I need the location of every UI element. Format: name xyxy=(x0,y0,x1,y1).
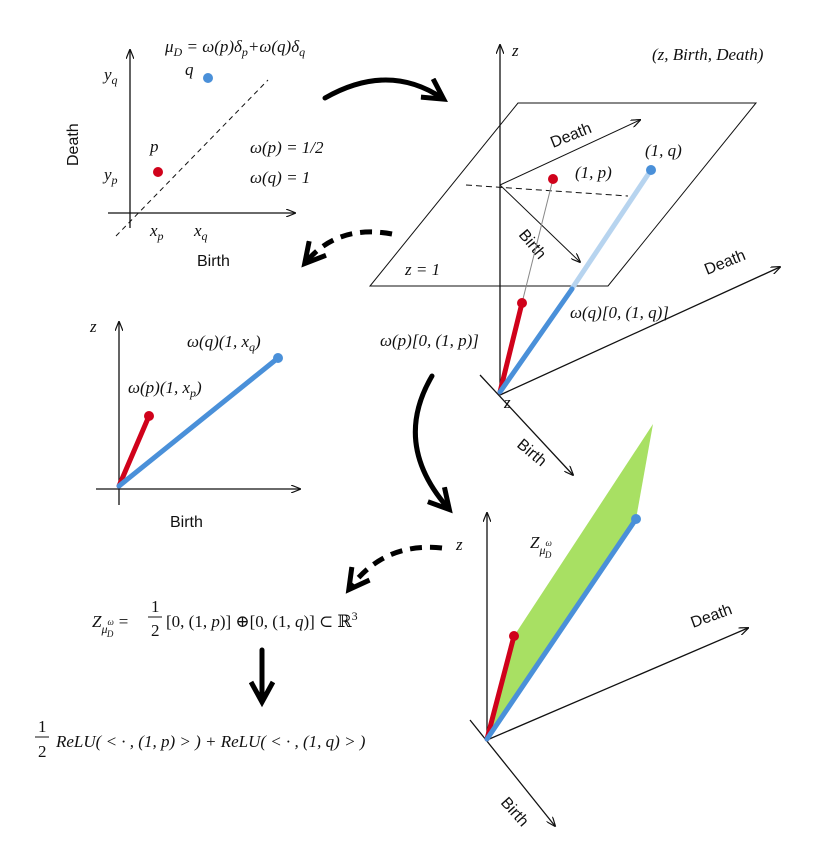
weight-p-label: ω(p) = 1/2 xyxy=(250,138,324,157)
diagonal-line xyxy=(115,79,269,237)
z-axis-zono-label: z xyxy=(455,535,463,554)
segment-q xyxy=(497,286,575,395)
endpoint-p-lower xyxy=(517,298,527,308)
pt-q-label: (1, q) xyxy=(645,141,682,160)
point-q-label: q xyxy=(185,60,194,79)
zono-segment-p xyxy=(484,633,517,742)
x-p-label: xp xyxy=(149,221,164,243)
relu-den: 2 xyxy=(38,742,47,761)
pt-p-label: (1, p) xyxy=(575,163,612,182)
vector-p-tip xyxy=(144,411,154,421)
vector-q-tip xyxy=(273,353,283,363)
death-axis-label: Death xyxy=(65,123,82,166)
endpoint-p-plane xyxy=(548,174,558,184)
segment-p-label: ω(p)[0, (1, p)] xyxy=(380,331,479,350)
vector-p-label: ω(p)(1, xp) xyxy=(128,378,202,400)
origin-z-label: z xyxy=(503,393,511,412)
segment-p xyxy=(497,300,525,395)
plane-equation: z = 1 xyxy=(404,260,440,279)
zonotope-def-rest: [0, (1, p)] ⊕[0, (1, q)] ⊂ ℝ3 xyxy=(166,609,358,631)
z-axis-2d-label: z xyxy=(89,317,97,336)
relu-expression: ReLU( < · , (1, p) > ) + ReLU( < · , (1,… xyxy=(55,732,366,751)
point-q-marker xyxy=(203,73,213,83)
weight-q-label: ω(q) = 1 xyxy=(250,168,310,187)
plane-diagonal xyxy=(465,184,629,197)
projection-line-p xyxy=(521,178,554,304)
arrow-to-3d xyxy=(322,77,442,98)
death-axis-3d xyxy=(499,267,780,396)
birth-axis-zono-label: Birth xyxy=(497,794,532,830)
birth-axis-2d-label: Birth xyxy=(170,514,203,531)
plane-z1 xyxy=(368,102,758,287)
relu-num: 1 xyxy=(38,717,47,736)
lift-3d-panel: (z, Birth, Death) z Death Birth z = 1 De… xyxy=(368,41,780,475)
measure-formula: μD = ω(p)δp+ω(q)δq xyxy=(164,37,305,59)
zonotope-def-num: 1 xyxy=(151,597,160,616)
segment-q-label: ω(q)[0, (1, q)] xyxy=(570,303,669,322)
plane-death-label: Death xyxy=(548,120,594,152)
vector-p xyxy=(116,413,152,489)
x-q-label: xq xyxy=(193,221,208,243)
coords-label: (z, Birth, Death) xyxy=(652,45,764,64)
endpoint-q-plane xyxy=(646,165,656,175)
y-q-label: yq xyxy=(102,65,118,87)
plane-birth-label: Birth xyxy=(515,227,549,263)
zono-q-tip xyxy=(631,514,641,524)
point-p-marker xyxy=(153,167,163,177)
zonotope-shape xyxy=(487,424,653,740)
plane-death-axis xyxy=(499,120,640,186)
arrow-to-2d-projection xyxy=(306,229,393,262)
death-axis-3d-label: Death xyxy=(702,247,748,279)
zono-segment-q xyxy=(484,516,639,742)
persistence-diagram-panel: μD = ω(p)δp+ω(q)δq q p yq yp xp xq ω(p) … xyxy=(65,37,324,270)
arrow-to-formula xyxy=(350,544,443,588)
birth-axis-zono xyxy=(469,719,555,826)
vector-q xyxy=(116,355,281,489)
birth-axis-3d xyxy=(479,374,573,475)
y-p-label: yp xyxy=(102,165,118,187)
birth-axis-label: Birth xyxy=(197,253,230,270)
zono-p-tip xyxy=(509,631,519,641)
death-axis-zono-label: Death xyxy=(689,601,735,632)
point-p-label: p xyxy=(149,137,159,156)
birth-axis-3d-label: Birth xyxy=(513,436,549,470)
projection-2d-panel: z Birth ω(q)(1, xq) ω(p)(1, xp) xyxy=(89,317,300,531)
zonotope-def-den: 2 xyxy=(151,621,160,640)
z-axis-label-top: z xyxy=(511,41,519,60)
death-axis-zono xyxy=(486,628,748,741)
plane-birth-axis xyxy=(499,184,580,262)
arrow-to-zonotope xyxy=(412,373,448,508)
segment-q-upper xyxy=(568,168,654,292)
vector-q-label: ω(q)(1, xq) xyxy=(187,332,261,354)
